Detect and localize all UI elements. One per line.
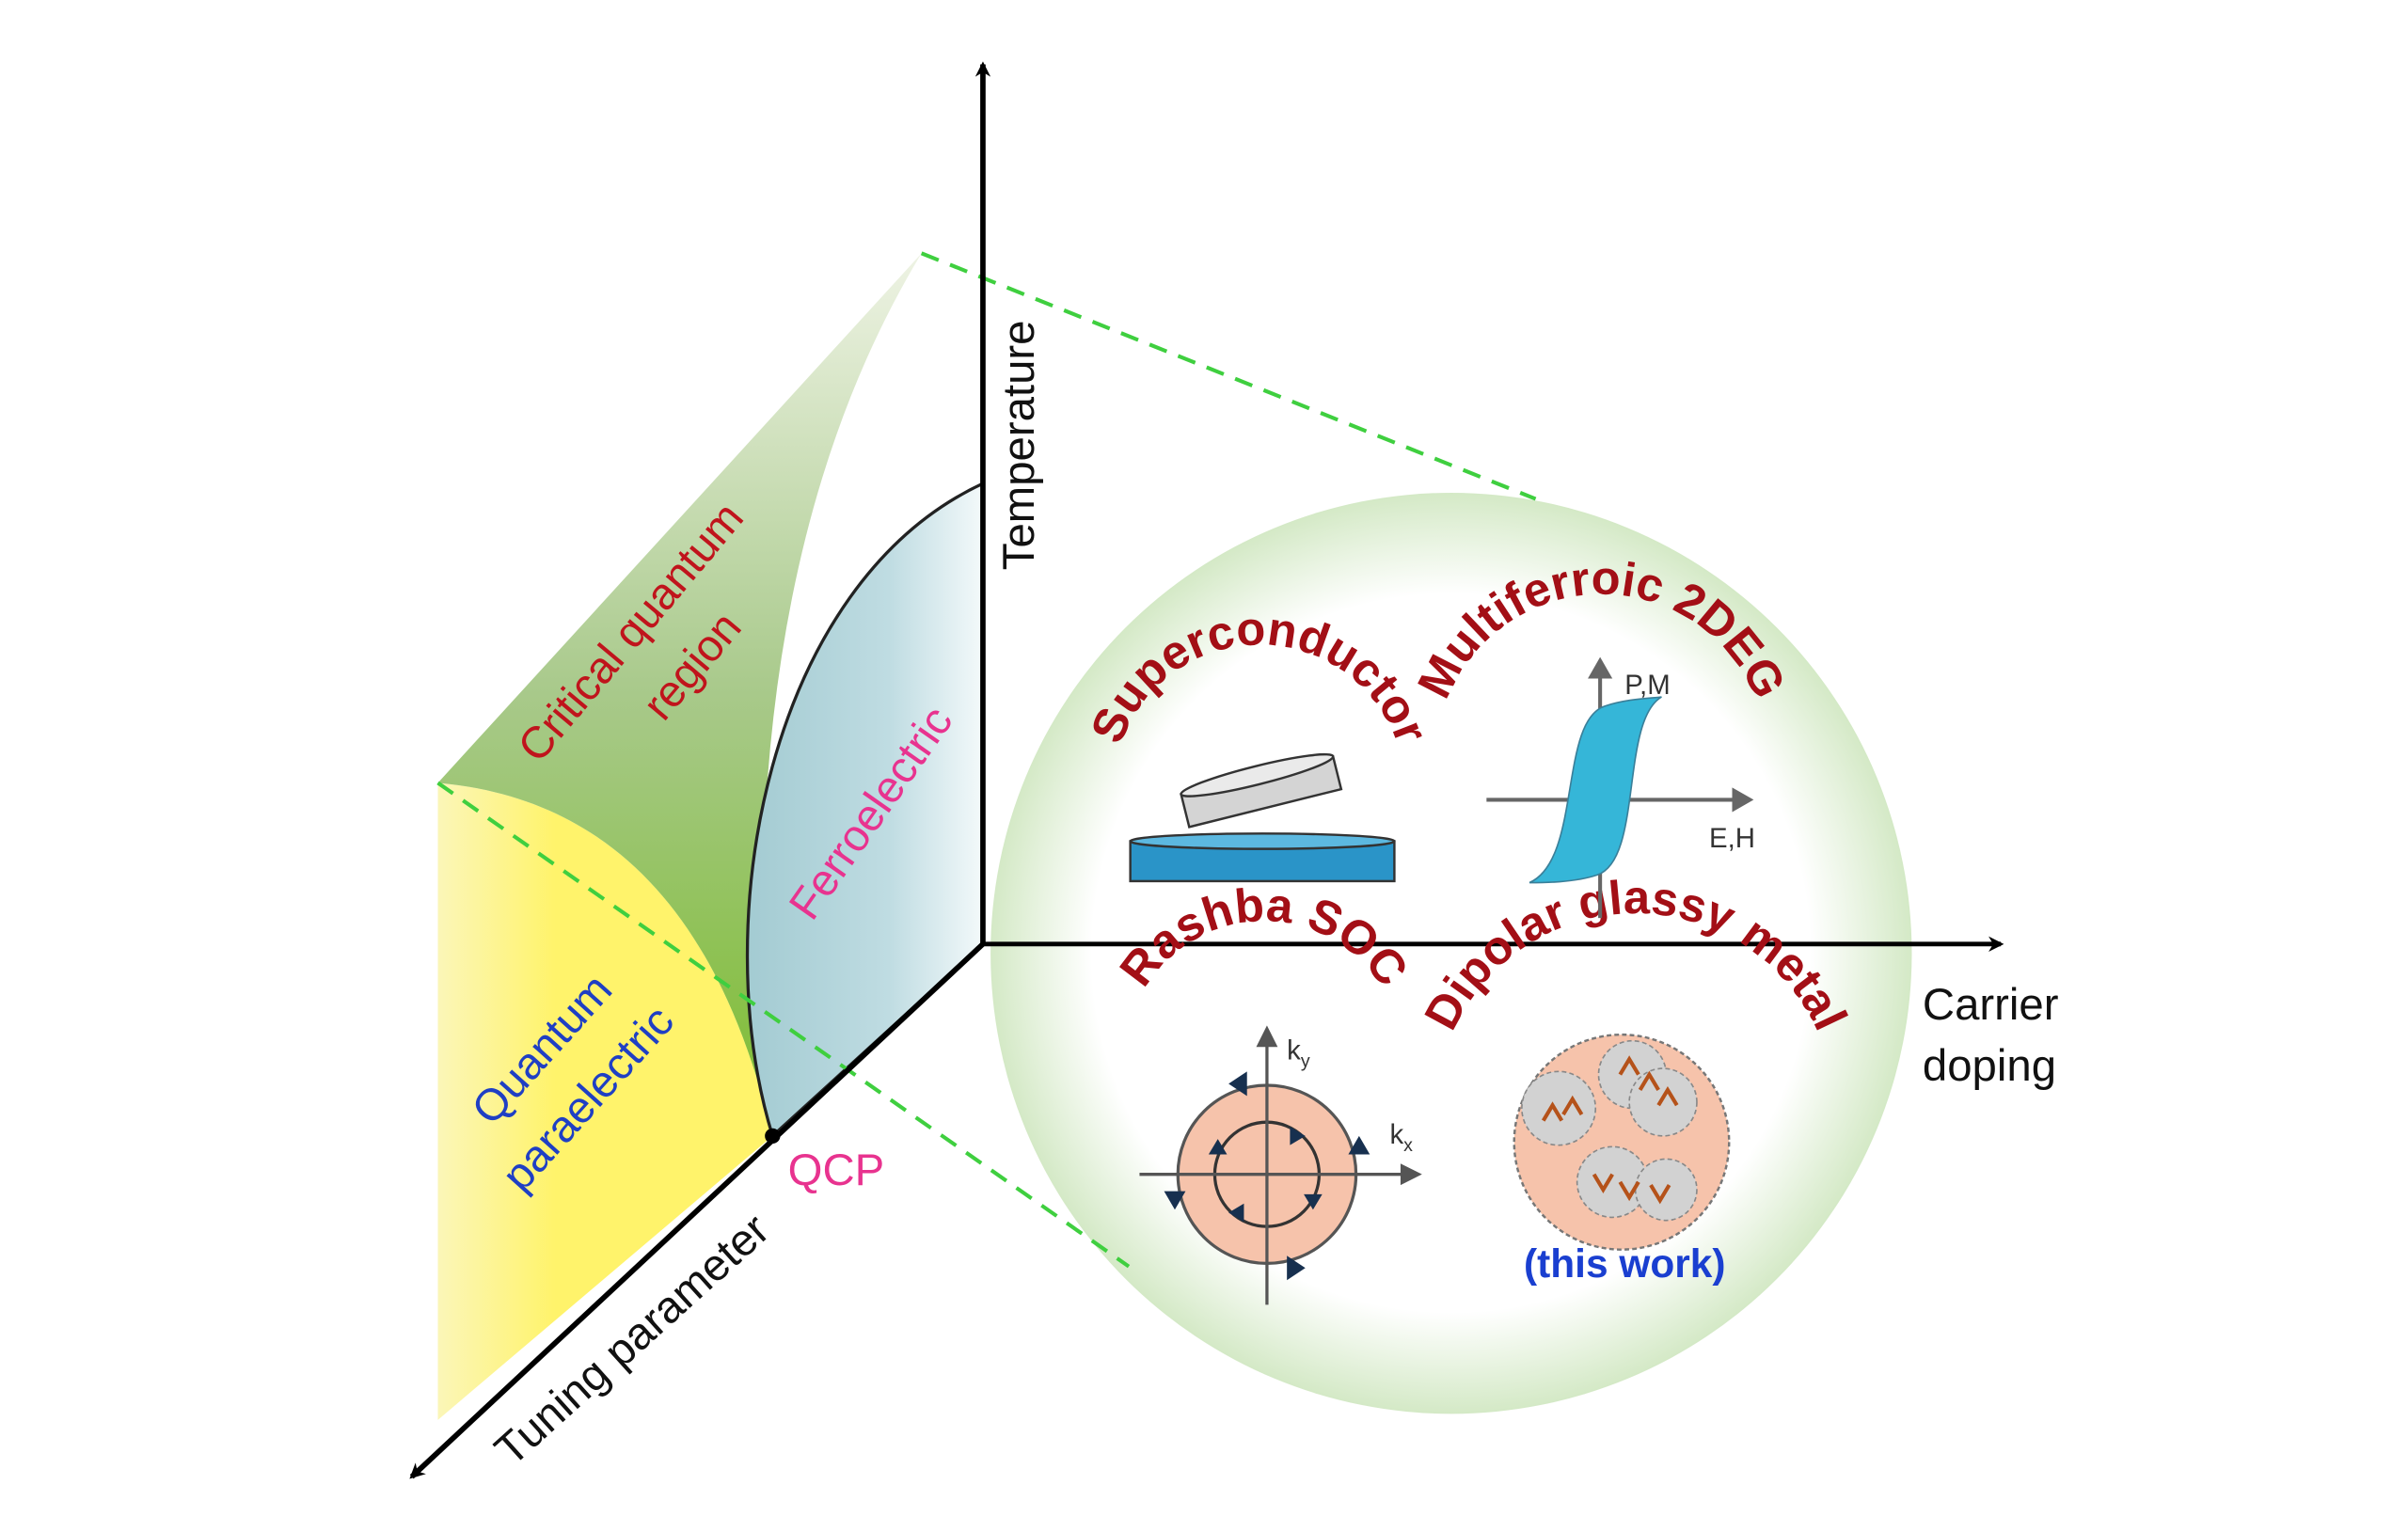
- ky-label: ky: [1287, 1034, 1310, 1071]
- temperature-label: Temperature: [994, 321, 1044, 571]
- kx-label: kx: [1390, 1119, 1414, 1156]
- this-work-label: (this work): [1524, 1241, 1725, 1286]
- carrier-doping-label-line1: Carrier: [1923, 980, 2059, 1030]
- ferroelectric-region: [745, 481, 985, 1139]
- dashed-projection-lines: [436, 251, 1537, 1269]
- pm-axis-label: P,M: [1624, 670, 1670, 701]
- dipolar-glass-icon: [1513, 1033, 1731, 1251]
- critical-quantum-region: [437, 253, 922, 1136]
- quantum-paraelectric-region: [437, 782, 773, 1420]
- hysteresis-loop-icon: P,M E,H: [1486, 656, 1755, 919]
- rashba-spin-texture-icon: ky kx: [1139, 1025, 1422, 1305]
- superconductor-disks-icon: [1129, 752, 1396, 883]
- eh-axis-label: E,H: [1709, 823, 1755, 854]
- qcp-point: [765, 1128, 781, 1145]
- carrier-doping-label-line2: doping: [1923, 1041, 2056, 1091]
- tuning-parameter-axis: [409, 941, 985, 1479]
- qcp-label: QCP: [788, 1145, 885, 1195]
